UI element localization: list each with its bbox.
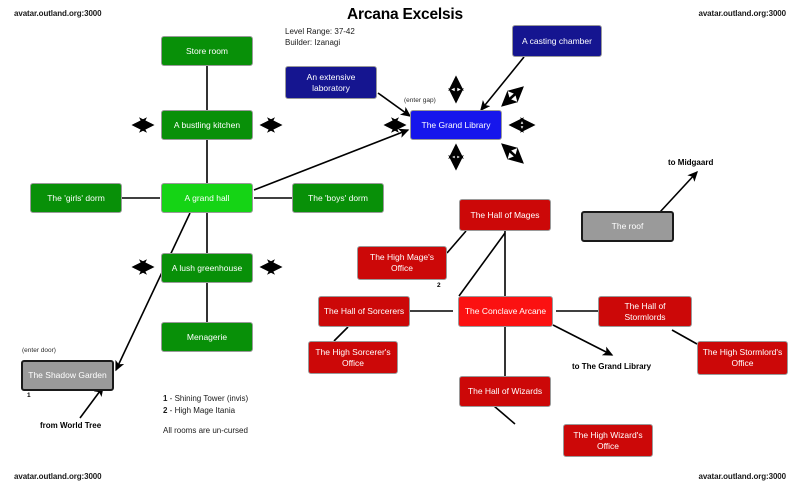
room-menagerie[interactable]: Menagerie [161,322,253,352]
room-hall-of-stormlords[interactable]: The Hall of Stormlords [598,296,692,327]
to-grand-library-label: to The Grand Library [572,362,652,371]
legend-text-2: - High Mage Itania [167,405,236,415]
room-bustling-kitchen[interactable]: A bustling kitchen [161,110,253,140]
room-hall-of-mages[interactable]: The Hall of Mages [459,199,551,231]
room-high-wizards-office[interactable]: The High Wizard's Office [563,424,653,457]
legend-text-1: - Shining Tower (invis) [167,394,249,403]
legend-entry-1: 1 - Shining Tower (invis) [163,393,248,405]
watermark-bottom-left: avatar.outland.org:3000 [14,472,102,481]
enter-gap-note: (enter gap) [404,97,436,104]
room-shadow-garden[interactable]: The Shadow Garden [21,360,114,391]
room-lush-greenhouse[interactable]: A lush greenhouse [161,253,253,283]
room-boys-dorm[interactable]: The 'boys' dorm [292,183,384,213]
marker-2: 2 [437,282,441,289]
legend-entry-2: 2 - High Mage Itania [163,405,248,417]
room-hall-of-wizards[interactable]: The Hall of Wizards [459,376,551,407]
builder-label: Builder: Izanagi [285,37,341,47]
title-block: Arcana Excelsis Level Range: 37-42 Build… [285,6,525,49]
watermark-top-left: avatar.outland.org:3000 [14,9,102,18]
watermark-bottom-right: avatar.outland.org:3000 [698,472,786,481]
room-high-mages-office[interactable]: The High Mage's Office [357,246,447,280]
room-the-roof[interactable]: The roof [581,211,674,242]
legend-key-2: 2 [163,405,168,415]
level-range-label: Level Range: 37-42 [285,27,355,36]
room-casting-chamber[interactable]: A casting chamber [512,25,602,57]
watermark-top-right: avatar.outland.org:3000 [698,9,786,18]
room-girls-dorm[interactable]: The 'girls' dorm [30,183,122,213]
enter-door-note: (enter door) [22,347,56,354]
room-high-stormlords-office[interactable]: The High Stormlord's Office [697,341,788,375]
room-grand-library[interactable]: The Grand Library [410,110,502,140]
room-extensive-laboratory[interactable]: An extensive laboratory [285,66,377,99]
room-store-room[interactable]: Store room [161,36,253,66]
legend-key-1: 1 [163,394,168,403]
legend-footer: All rooms are un-cursed [163,426,248,436]
to-midgaard-label: to Midgaard [668,158,714,167]
room-hall-of-sorcerers[interactable]: The Hall of Sorcerers [318,296,410,327]
room-grand-hall[interactable]: A grand hall [161,183,253,213]
room-conclave-arcane[interactable]: The Conclave Arcane [458,296,553,327]
from-world-tree-label: from World Tree [40,421,102,430]
marker-1: 1 [27,392,31,399]
legend: 1 - Shining Tower (invis) 2 - High Mage … [163,393,248,437]
legend-spacer [163,416,248,425]
room-high-sorcerers-office[interactable]: The High Sorcerer's Office [308,341,398,374]
page-title: Arcana Excelsis [347,6,463,23]
